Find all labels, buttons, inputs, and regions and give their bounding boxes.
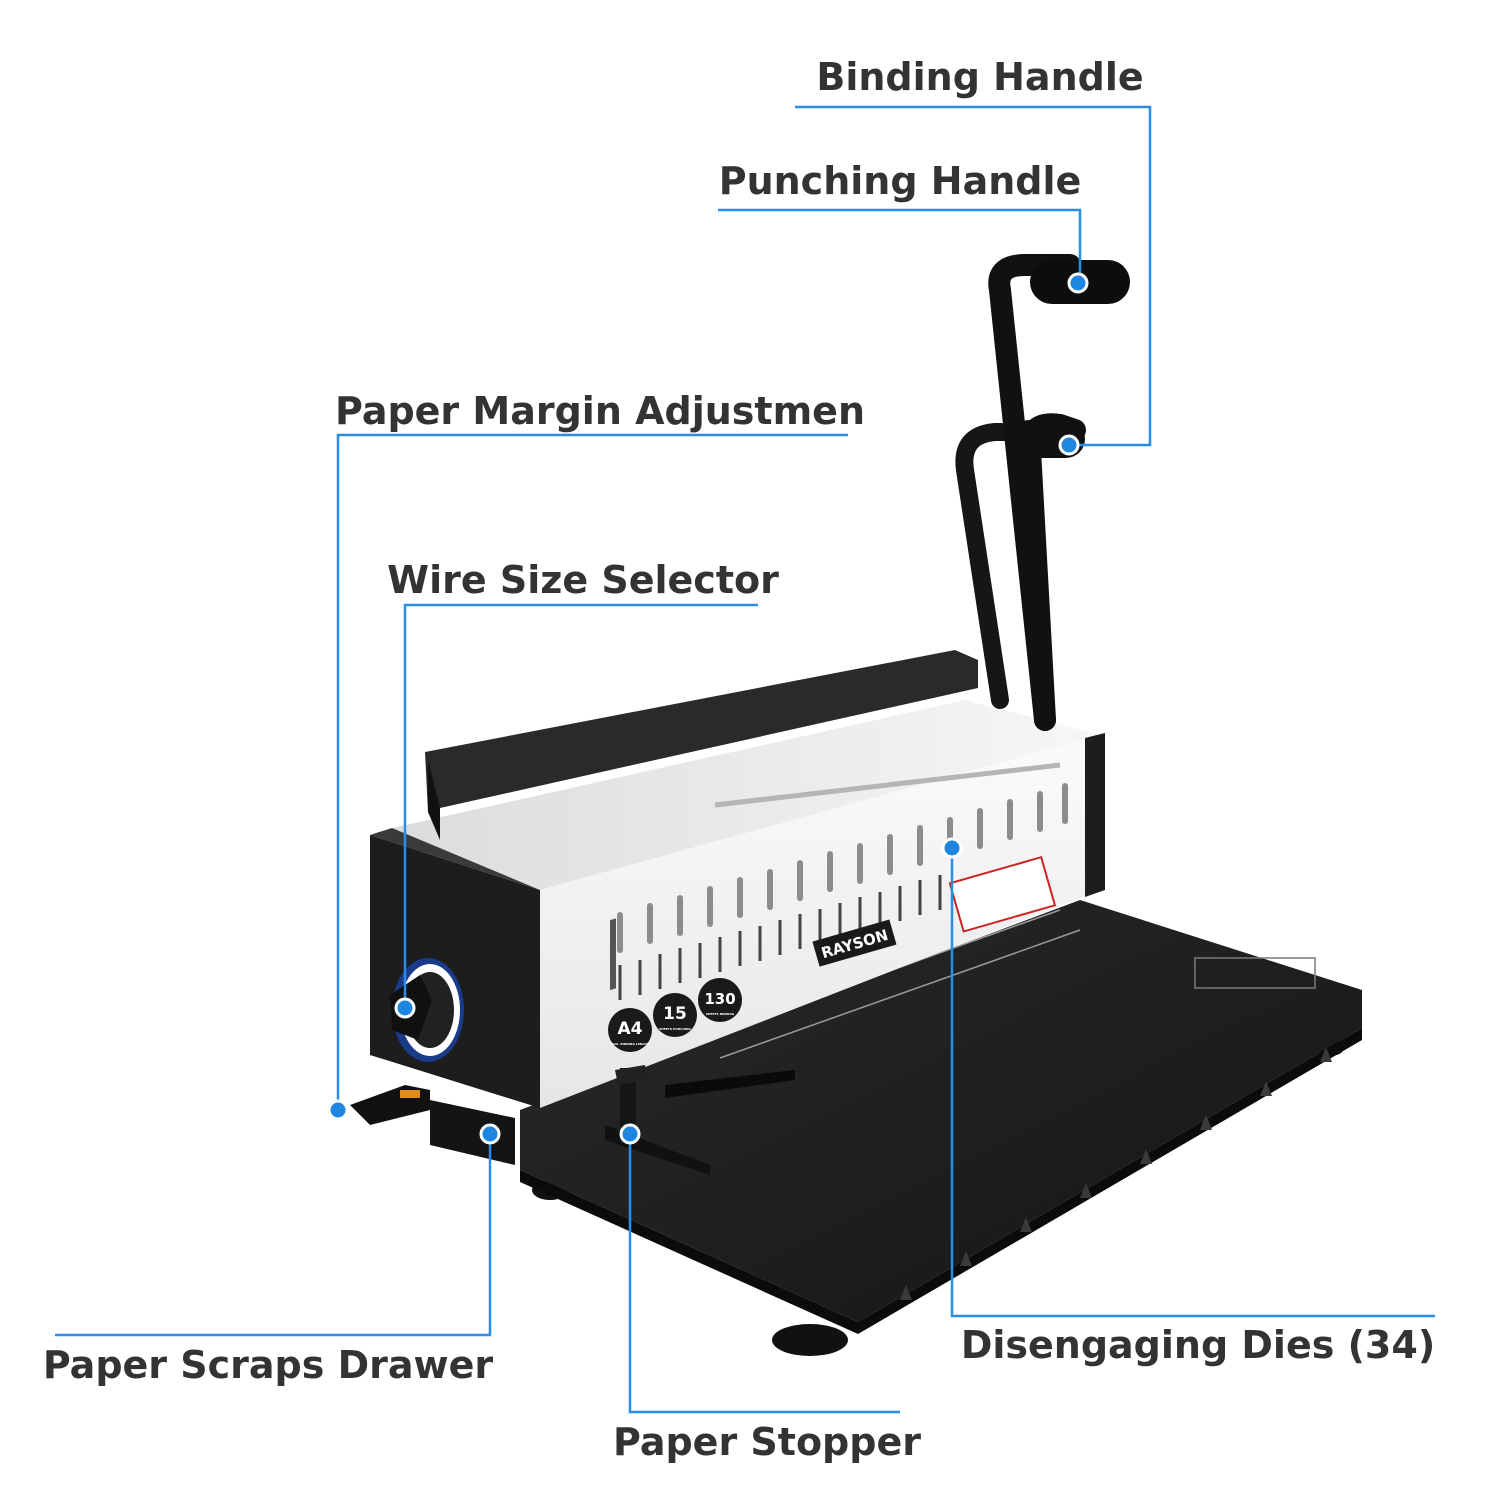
scraps-drawer-front [430,1100,515,1165]
dies-rail [714,762,1061,808]
spec-badge-length-value: A4 [618,1019,643,1039]
spec-badge-binding-value: 130 [704,990,735,1008]
label-binding-handle: Binding Handle [816,55,1143,99]
anchor-dots [327,272,1089,1145]
dies-comb [617,783,1068,953]
label-paper-margin: Paper Margin Adjustmen [335,389,865,433]
spec-badge-punching-caption: SHEETS PUNCHING [659,1027,692,1031]
paper-guide-front [428,760,440,840]
paper-guide [425,650,978,812]
spec-badge-length-caption: MAX. BINDING LENGTH [611,1042,650,1046]
base-edge-teeth [900,1047,1332,1300]
leader-paper-stopper [628,1134,900,1414]
callout-labels: Binding Handle Punching Handle Paper Mar… [43,55,1435,1464]
body-top [392,700,1100,890]
dot-punching-handle [1067,272,1089,294]
base-plate [520,900,1362,1322]
foot [772,1324,848,1356]
spec-badge-punching-value: 15 [663,1004,687,1024]
spec-badge-length: A4 MAX. BINDING LENGTH [608,1008,652,1052]
front-panel-right-cap [1085,733,1105,897]
punching-handle [988,254,1130,731]
leader-punching-handle [718,208,1082,282]
panel-slot-row [618,875,942,1000]
label-scraps-drawer: Paper Scraps Drawer [43,1343,494,1387]
machine-illustration: RAYSON A4 MAX. BINDING LENGTH 15 SHEETS … [350,254,1362,1356]
leader-wire-size [403,603,758,1008]
dot-scraps-drawer [479,1123,501,1145]
punch-slots [610,918,616,991]
spec-badge-punching: 15 SHEETS PUNCHING [653,993,697,1037]
dot-paper-margin [327,1099,349,1121]
spec-badges: A4 MAX. BINDING LENGTH 15 SHEETS PUNCHIN… [608,978,742,1052]
leader-dies [950,848,1435,1318]
dot-binding-handle [1058,434,1080,456]
dot-dies [941,837,963,859]
warning-label [948,855,1057,933]
label-wire-size: Wire Size Selector [387,558,779,602]
spec-badge-binding-caption: SHEETS BINDING [706,1012,735,1016]
dot-wire-size [394,997,416,1019]
leader-scraps-drawer [55,1134,492,1337]
stopper-slot [665,1070,795,1098]
label-dies: Disengaging Dies (34) [961,1323,1435,1367]
leader-lines [55,105,1435,1414]
leader-binding-handle [795,105,1152,447]
dot-paper-stopper [619,1123,641,1145]
spec-badge-binding: 130 SHEETS BINDING [698,978,742,1022]
margin-lever [350,1085,430,1125]
label-punching-handle: Punching Handle [719,159,1082,203]
leader-paper-margin [336,433,848,1110]
label-paper-stopper: Paper Stopper [613,1420,921,1464]
